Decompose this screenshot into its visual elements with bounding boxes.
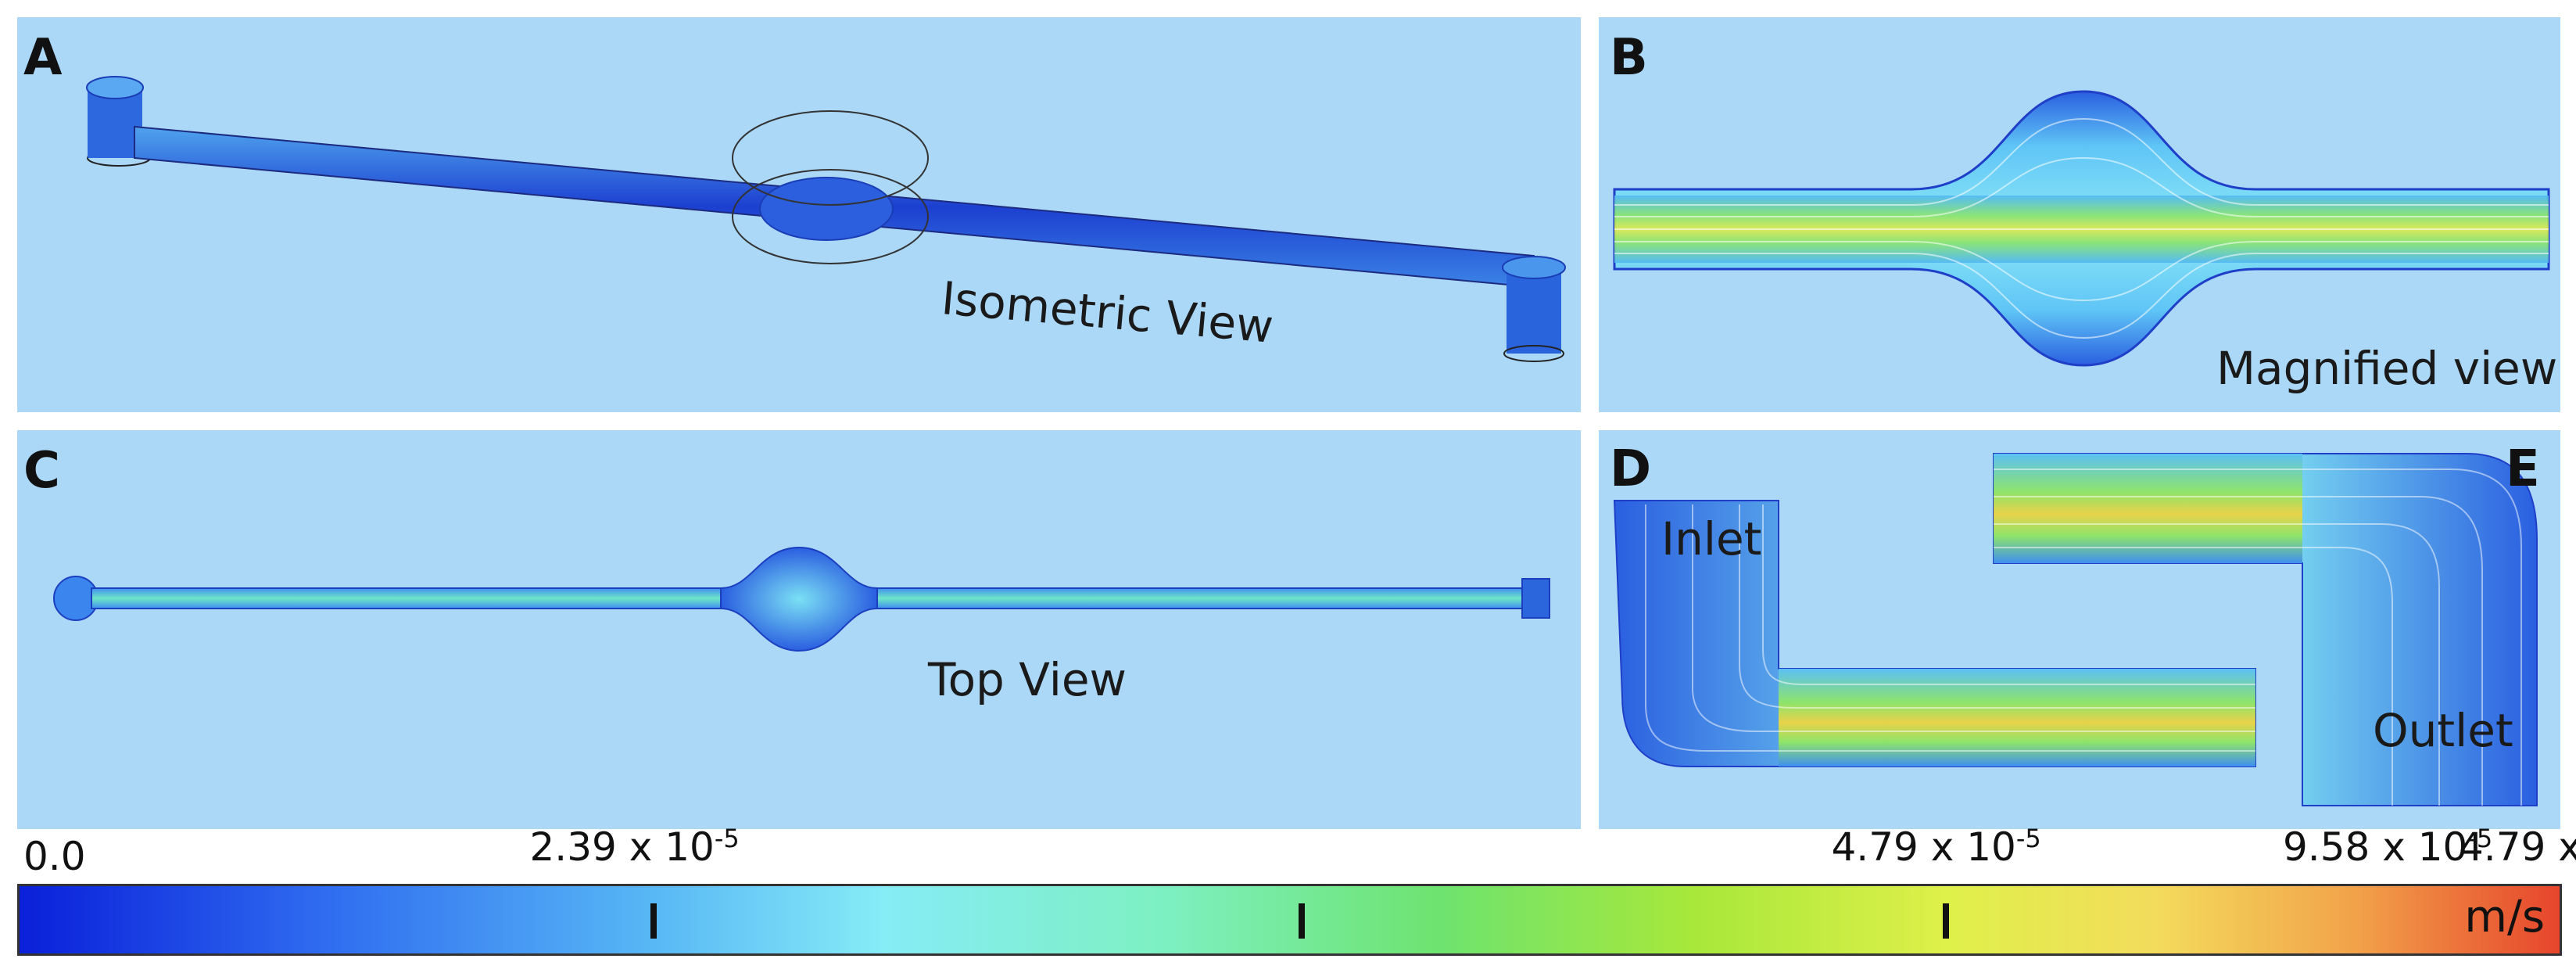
top-view-label: Top View xyxy=(928,653,1127,706)
colorbar-marker-1 xyxy=(650,903,657,939)
panel-b-letter: B xyxy=(1610,29,1648,87)
colorbar-tick-3: 4.79 x 10-5 xyxy=(1831,824,2041,870)
outlet-label: Outlet xyxy=(2373,704,2513,757)
colorbar-marker-3 xyxy=(1943,903,1949,939)
colorbar-tick-0: 0.0 xyxy=(23,834,86,879)
top-view-graphic xyxy=(53,546,1550,652)
panel-c: C Top View xyxy=(17,430,1581,829)
panel-c-letter: C xyxy=(23,442,60,500)
panel-a-letter: A xyxy=(23,29,63,87)
magnified-view-label: Magnified view xyxy=(2216,342,2558,395)
panel-d-letter: D xyxy=(1610,440,1652,498)
colorbar-tick-1: 2.39 x 10-5 xyxy=(529,824,740,870)
colorbar-tick-4: 9.58 x 10-5 xyxy=(2283,824,2493,870)
colorbar-marker-2 xyxy=(1299,903,1305,939)
isometric-channel-graphic xyxy=(86,76,1566,362)
inlet-outlet-graphic xyxy=(1613,453,2538,806)
panel-b: B Magnified view xyxy=(1599,17,2560,412)
colorbar-tick-2: 4.79 x 10-5 xyxy=(2459,824,2576,870)
magnified-chamber-graphic xyxy=(1613,90,2550,367)
colorbar-unit-label: m/s xyxy=(2464,892,2545,942)
panel-de: D E Inlet Outlet xyxy=(1599,430,2560,829)
velocity-colorbar xyxy=(17,884,2562,956)
panel-e-letter: E xyxy=(2506,440,2540,498)
inlet-label: Inlet xyxy=(1661,512,1762,565)
panel-a: A Isometric View xyxy=(17,17,1581,412)
